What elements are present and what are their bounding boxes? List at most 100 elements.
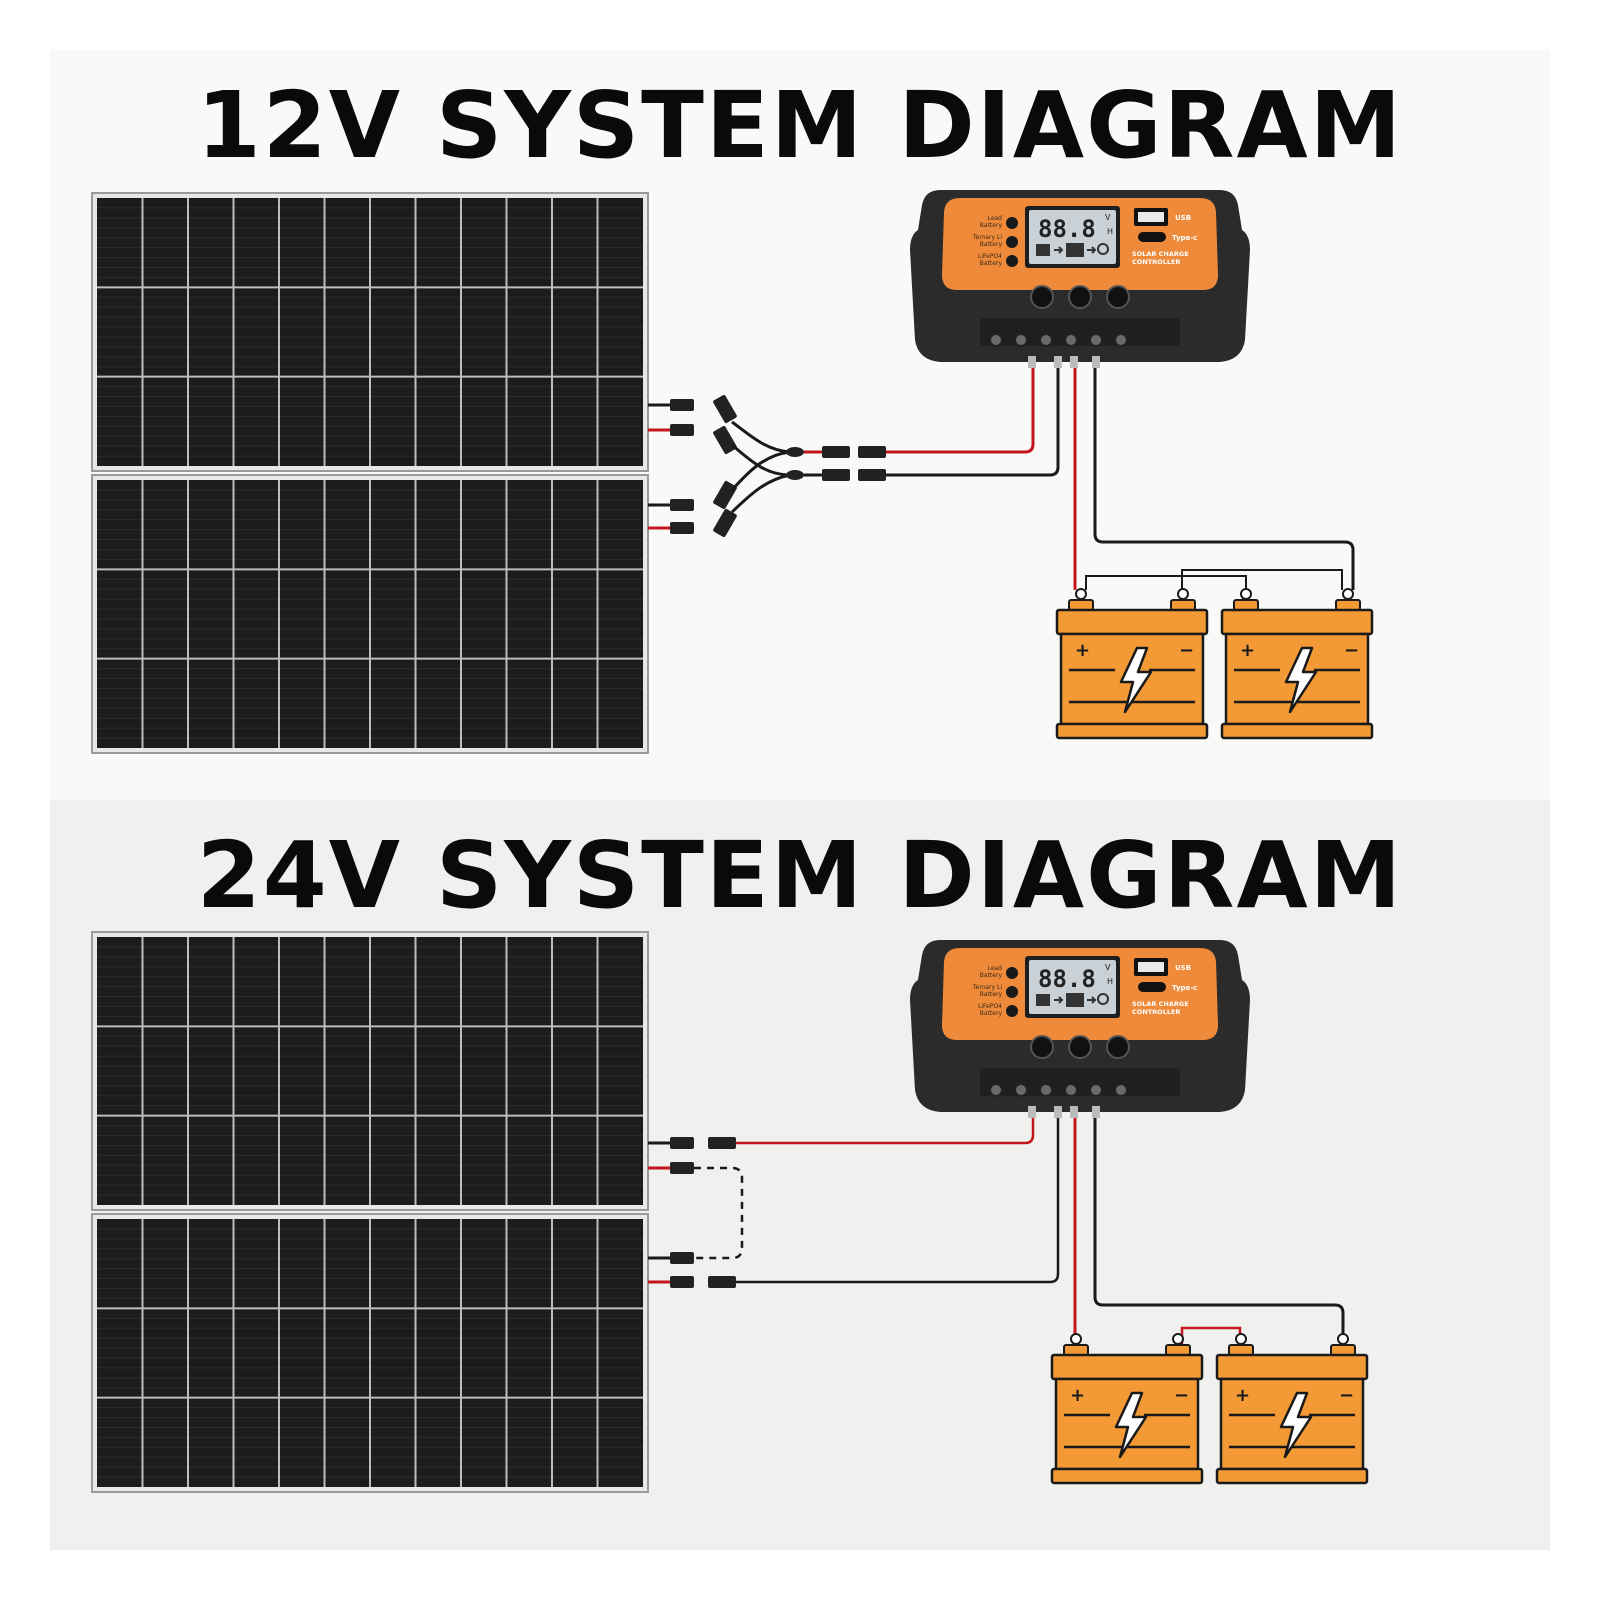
lcd-arrow-icon (1087, 996, 1097, 1004)
battery-2-12v: +− (1220, 588, 1374, 740)
battery-minus-symbol: − (1179, 640, 1194, 661)
series-link (694, 1166, 744, 1260)
indicator-led (1006, 967, 1018, 979)
pv-positive-wire-24v (736, 1118, 1035, 1145)
terminal-screw (1014, 333, 1028, 347)
up-button[interactable] (1068, 1035, 1092, 1059)
terminal-screw (989, 333, 1003, 347)
lcd-unit-h: H (1107, 227, 1113, 236)
battery-2-24v: +− (1215, 1333, 1369, 1485)
solar-panel-4 (91, 1213, 649, 1493)
lcd-readout: 88.8 (1038, 965, 1096, 993)
down-button[interactable] (1106, 1035, 1130, 1059)
battery-negative-wire (1093, 368, 1355, 590)
diagram-title-24v: 24V SYSTEM DIAGRAM (196, 822, 1404, 929)
indicator-led (1006, 236, 1018, 248)
battery-terminal (1172, 1333, 1184, 1345)
battery-terminal (1075, 588, 1087, 600)
controller-label-line1: SOLAR CHARGE (1132, 250, 1189, 258)
battery-plus-symbol: + (1070, 1385, 1085, 1406)
controller-label-line2: CONTROLLER (1132, 1008, 1180, 1016)
lcd-arrow-icon (1087, 246, 1097, 254)
typec-label: Type-c (1172, 234, 1197, 242)
battery-minus-symbol: − (1174, 1385, 1189, 1406)
pv-negative-wire-24v (736, 1118, 1060, 1284)
diagram-12v: 12V SYSTEM DIAGRAM (50, 50, 1550, 800)
lightning-bolt-icon (1114, 1391, 1148, 1459)
pv-negative-wire (886, 368, 1060, 477)
lightning-bolt-icon (1119, 646, 1153, 714)
mc4-leads-24v (648, 1137, 744, 1288)
indicator-led (1006, 255, 1018, 267)
battery-plus-symbol: + (1240, 640, 1255, 661)
lcd-battery-icon (1066, 993, 1084, 1007)
battery-bridge-positive (1085, 575, 1247, 606)
battery-plus-symbol: + (1075, 640, 1090, 661)
battery-plus-symbol: + (1235, 1385, 1250, 1406)
down-button[interactable] (1106, 285, 1130, 309)
indicator-led (1006, 1005, 1018, 1017)
terminal-screw (1064, 333, 1078, 347)
battery-minus-symbol: − (1344, 640, 1359, 661)
terminal-screw (1064, 1083, 1078, 1097)
terminal-screw (1089, 333, 1103, 347)
pv-positive-wire (886, 368, 1035, 454)
diagram-24v: 24V SYSTEM DIAGRAM (50, 800, 1550, 1550)
up-button[interactable] (1068, 285, 1092, 309)
usb-label: USB (1175, 964, 1191, 972)
terminal-screw (1014, 1083, 1028, 1097)
lcd-panel-icon (1036, 244, 1050, 256)
indicator-led (1006, 986, 1018, 998)
battery-1-12v: +− (1055, 588, 1209, 740)
lcd-bulb-icon (1097, 993, 1109, 1005)
solar-panel-1 (91, 192, 649, 472)
controller-label-line2: CONTROLLER (1132, 258, 1180, 266)
solar-panel-2 (91, 474, 649, 754)
battery-terminal (1337, 1333, 1349, 1345)
battery-terminal (1070, 1333, 1082, 1345)
lcd-arrow-icon (1054, 246, 1064, 254)
diagram-title-12v: 12V SYSTEM DIAGRAM (196, 72, 1404, 179)
menu-button[interactable] (1030, 285, 1054, 309)
lightning-bolt-icon (1279, 1391, 1313, 1459)
lcd-unit-v: V (1105, 213, 1111, 222)
battery-minus-symbol: − (1339, 1385, 1354, 1406)
typec-label: Type-c (1172, 984, 1197, 992)
terminal-screw (989, 1083, 1003, 1097)
usb-label: USB (1175, 214, 1191, 222)
lcd-arrow-icon (1054, 996, 1064, 1004)
battery-terminal (1177, 588, 1189, 600)
typec-port (1138, 232, 1166, 242)
solar-panel-3 (91, 931, 649, 1211)
lcd-battery-icon (1066, 243, 1084, 257)
lcd-panel-icon (1036, 994, 1050, 1006)
battery-bridge-negative (1181, 569, 1343, 606)
lcd-bulb-icon (1097, 243, 1109, 255)
terminal-screw (1114, 333, 1128, 347)
menu-button[interactable] (1030, 1035, 1054, 1059)
terminal-screw (1039, 333, 1053, 347)
lcd-unit-h: H (1107, 977, 1113, 986)
lcd-unit-v: V (1105, 963, 1111, 972)
typec-port (1138, 982, 1166, 992)
battery-1-24v: +− (1050, 1333, 1204, 1485)
lcd-readout: 88.8 (1038, 215, 1096, 243)
lightning-bolt-icon (1284, 646, 1318, 714)
controller-label-line1: SOLAR CHARGE (1132, 1000, 1189, 1008)
battery-terminal (1342, 588, 1354, 600)
terminal-screw (1089, 1083, 1103, 1097)
terminal-screw (1039, 1083, 1053, 1097)
indicator-led (1006, 217, 1018, 229)
terminal-screw (1114, 1083, 1128, 1097)
mc4-leads-12v (648, 394, 886, 538)
